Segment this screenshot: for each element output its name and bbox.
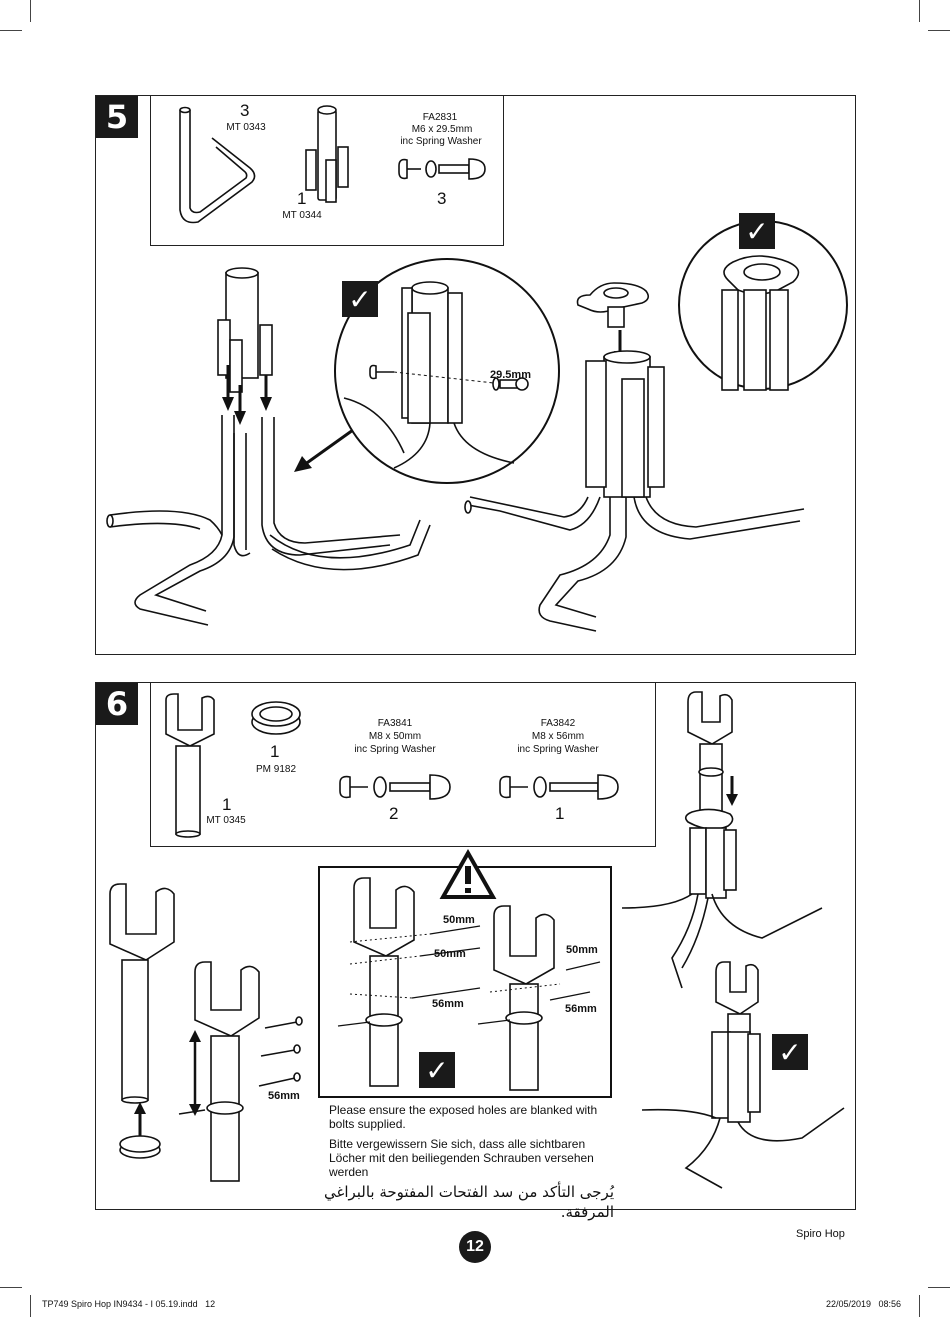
warning-bracket-right (477, 905, 601, 1091)
file-info: TP749 Spiro Hop IN9434 - I 05.19.indd 12 (42, 1299, 216, 1309)
step6-part1-code: PM 9182 (255, 764, 297, 775)
note-german: Bitte vergewissern Sie sich, dass alle s… (329, 1137, 594, 1179)
warning-50mm-c: 50mm (566, 944, 598, 956)
step5-part2-code: MT 0344 (282, 210, 322, 221)
crop-mark (919, 1295, 920, 1317)
step6-part3-size: M8 x 50mm (368, 731, 422, 742)
bolt-length-label: 29.5mm (490, 369, 531, 381)
bolt-m8-56-drawing (499, 774, 619, 800)
warning-56mm-a: 56mm (432, 998, 464, 1010)
bolt-m6-drawing (398, 158, 486, 180)
note-english: Please ensure the exposed holes are blan… (329, 1103, 598, 1131)
bracket-tube-drawing (165, 693, 215, 838)
step5-part3-code: FA2831 (422, 112, 458, 123)
check-icon: ✓ (342, 281, 378, 317)
page-number: 12 (466, 1238, 484, 1255)
step6-part4-code: FA3842 (540, 718, 576, 729)
step5-part2-qty: 1 (297, 189, 307, 208)
step6-part4-note: inc Spring Washer (517, 744, 599, 755)
step6-part2-qty: 1 (222, 795, 232, 814)
check-icon: ✓ (772, 1034, 808, 1070)
step5-part3-note: inc Spring Washer (400, 136, 482, 147)
print-datetime: 22/05/2019 08:56 (826, 1299, 902, 1309)
hub-drawing (305, 105, 349, 203)
detail-circle-cap (678, 220, 848, 391)
crop-mark (0, 1287, 22, 1288)
bent-tube-drawing (179, 106, 256, 224)
step6-part4-size: M8 x 56mm (531, 731, 585, 742)
ring-cap-drawing (251, 701, 301, 735)
step5-number: 5 (96, 96, 138, 138)
step5-part1-qty: 3 (240, 101, 250, 120)
pointer-arrow (294, 423, 361, 472)
step5-right-leg (269, 519, 431, 571)
step6-number: 6 (96, 683, 138, 725)
step6-part2-code: MT 0345 (206, 815, 246, 826)
bolt-56mm-label: 56mm (268, 1090, 300, 1102)
warning-50mm-b: 50mm (434, 948, 466, 960)
step6-part3-qty: 2 (389, 804, 399, 823)
step6-part1-qty: 1 (270, 742, 280, 761)
crop-mark (30, 0, 31, 22)
step6-part4-qty: 1 (555, 804, 565, 823)
warning-icon (439, 848, 497, 899)
crop-mark (928, 1287, 950, 1288)
warning-50mm-a: 50mm (443, 914, 475, 926)
step6-part3-code: FA3841 (377, 718, 413, 729)
step6-bracket-with-cap (109, 883, 175, 1159)
crop-mark (0, 30, 22, 31)
crop-mark (30, 1295, 31, 1317)
step5-leg-assembly-right (464, 282, 805, 632)
check-icon: ✓ (419, 1052, 455, 1088)
warning-bracket-left (337, 877, 481, 1087)
step5-leg-assembly-left (106, 267, 401, 626)
note-arabic: يُرجى التأكد من سد الفتحات المفتوحة بالب… (323, 1183, 614, 1221)
crop-mark (919, 0, 920, 22)
page-number-badge: 12 (459, 1231, 491, 1263)
step6-parts-box (150, 682, 656, 847)
check-icon: ✓ (739, 213, 775, 249)
step6-bracket-with-bolts (178, 961, 303, 1182)
crop-mark (928, 30, 950, 31)
step5-part3-size: M6 x 29.5mm (411, 124, 473, 135)
bolt-m8-50-drawing (339, 774, 451, 800)
step6-part3-note: inc Spring Washer (354, 744, 436, 755)
warning-56mm-b: 56mm (565, 1003, 597, 1015)
brand-name: Spiro Hop (796, 1228, 845, 1240)
step5-part3-qty: 3 (437, 189, 447, 208)
step5-part1-code: MT 0343 (226, 122, 266, 133)
detail-circle-bolt (334, 258, 560, 484)
step6-full-assembly (621, 691, 845, 1189)
